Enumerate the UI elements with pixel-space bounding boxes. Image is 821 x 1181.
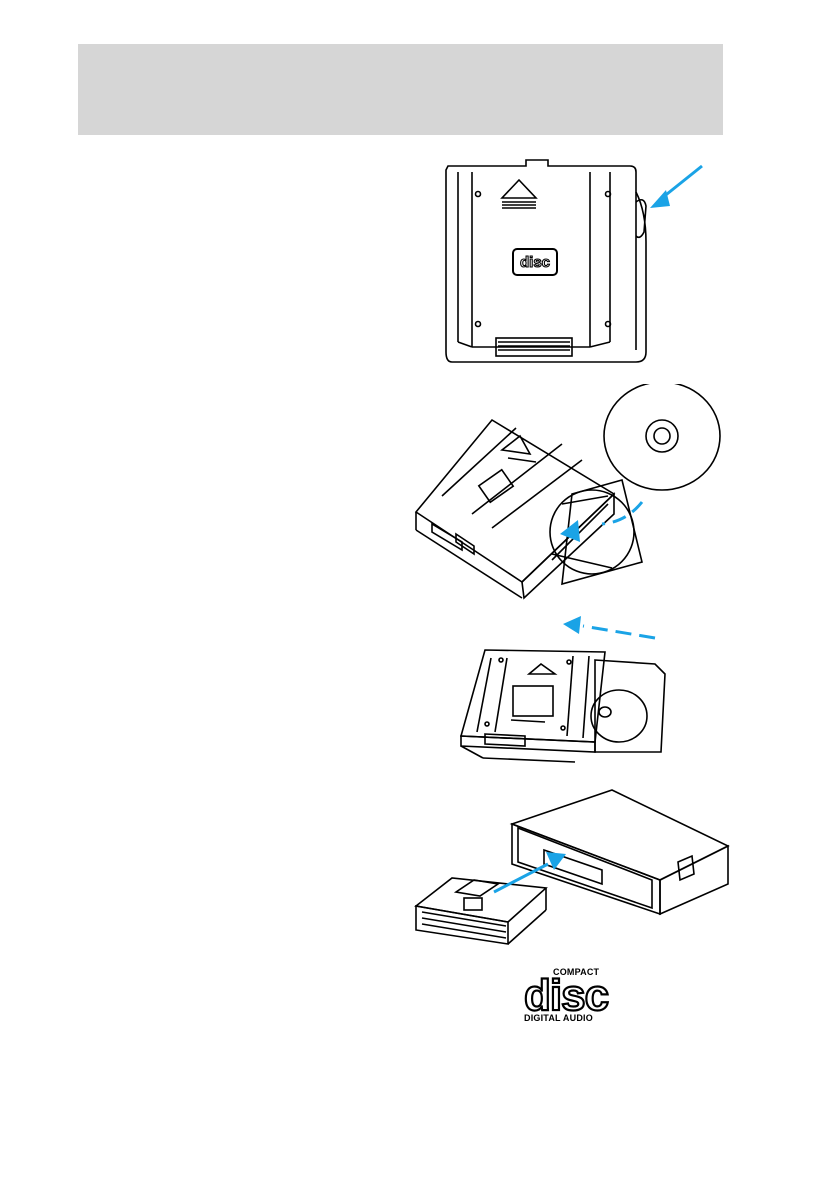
disc-badge: disc — [512, 248, 558, 276]
cd-magazine-illustration — [440, 152, 705, 367]
logo-disc-text: disc — [524, 974, 608, 1018]
load-disc-illustration — [412, 384, 732, 600]
close-tray-illustration — [455, 612, 677, 772]
compact-disc-logo: COMPACT disc DIGITAL AUDIO — [522, 966, 602, 1024]
logo-digital-audio-text: DIGITAL AUDIO — [524, 1014, 593, 1023]
insert-magazine-illustration — [412, 784, 730, 948]
section-header-band — [78, 44, 723, 135]
